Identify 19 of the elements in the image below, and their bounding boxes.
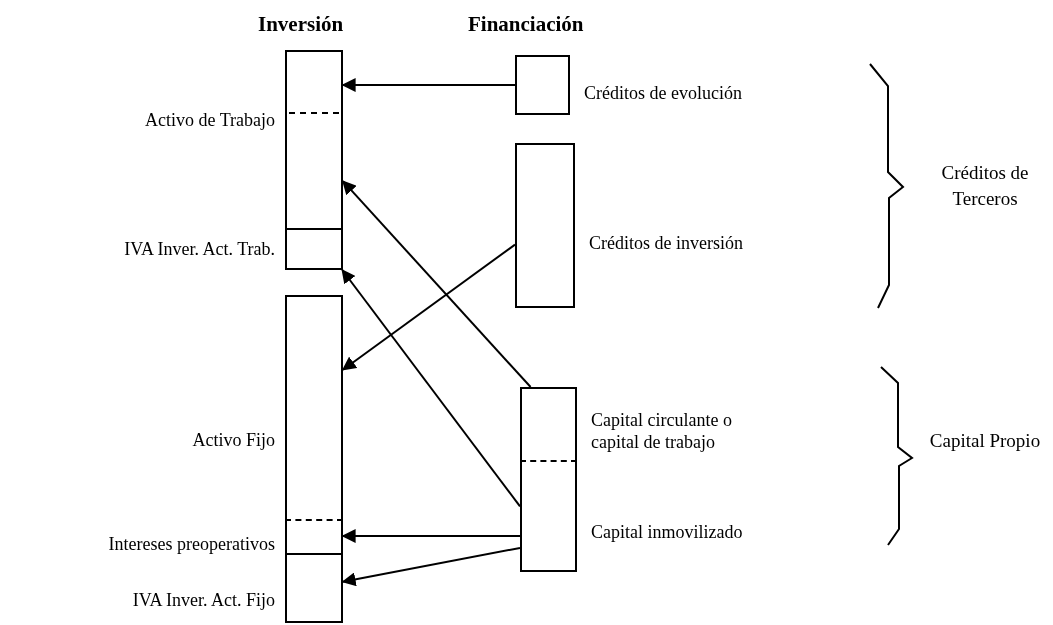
segment-label: Activo Fijo: [192, 429, 275, 451]
segment-label: Activo de Trabajo: [145, 109, 275, 131]
segment-label: Créditos de evolución: [584, 82, 742, 104]
segment-label: IVA Inver. Act. Fijo: [132, 589, 275, 611]
arrow: [341, 546, 521, 587]
arrow: [341, 268, 521, 508]
segment-label: IVA Inver. Act. Trab.: [124, 238, 275, 260]
arrow: [341, 78, 516, 92]
segment-label: Créditos de inversión: [589, 232, 743, 254]
column-heading: Financiación: [468, 12, 584, 37]
segment-label: Capital circulante o capital de trabajo: [591, 409, 733, 453]
column-heading: Inversión: [258, 12, 344, 37]
arrow: [341, 243, 516, 371]
arrow: [342, 180, 532, 388]
arrow: [341, 529, 521, 543]
group-label: Capital Propio: [928, 429, 1042, 453]
segment-label: Intereses preoperativos: [108, 533, 275, 555]
segment-label: Capital inmovilizado: [591, 521, 743, 543]
group-label: Créditos de Terceros: [940, 161, 1030, 211]
